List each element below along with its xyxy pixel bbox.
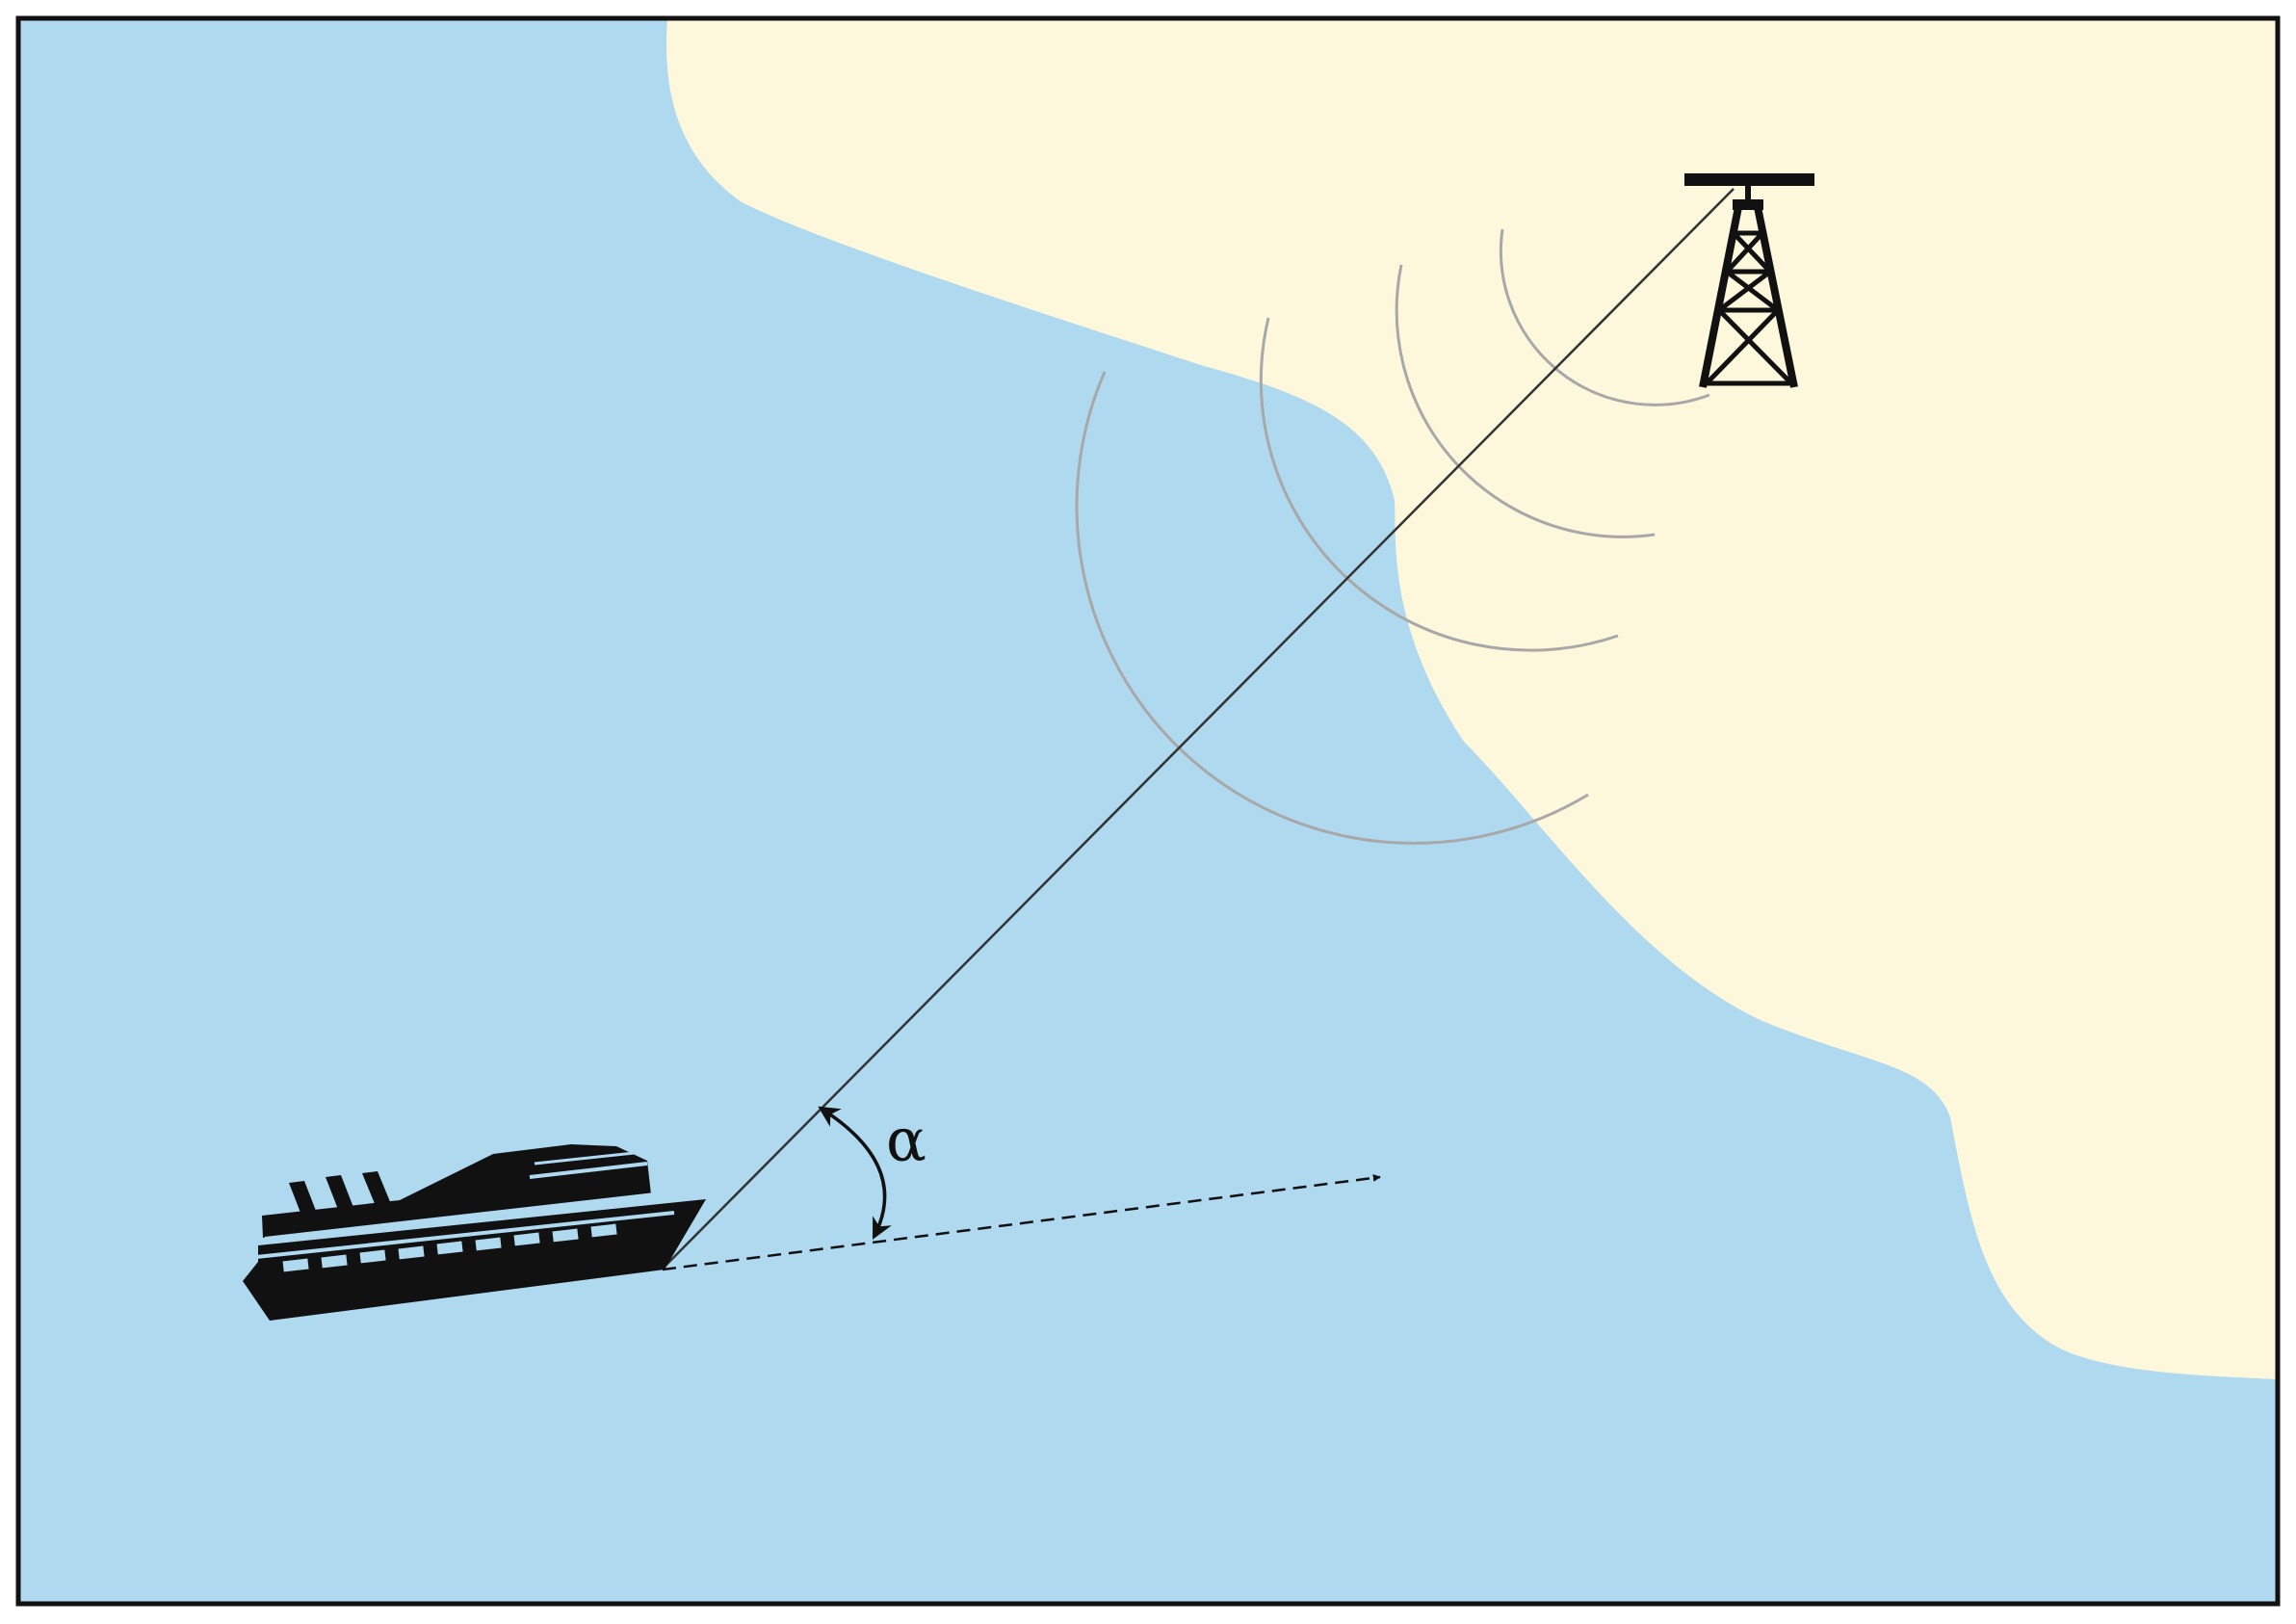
signal-wave-4: [1075, 371, 1589, 845]
ship-heading-line: [662, 1173, 1381, 1271]
bearing-angle-arc: [818, 1106, 892, 1240]
ship-windows: [282, 1223, 617, 1272]
radio-tower-icon: [1684, 173, 1814, 388]
bearing-line: [664, 188, 1735, 1268]
signal-wave-1: [1499, 228, 1710, 406]
signal-wave-3: [1259, 317, 1619, 652]
ship-icon: [243, 1144, 706, 1321]
land-area: [666, 18, 2279, 1379]
diagram-frame: [15, 15, 2281, 1607]
angle-alpha-label: α: [886, 1105, 926, 1175]
